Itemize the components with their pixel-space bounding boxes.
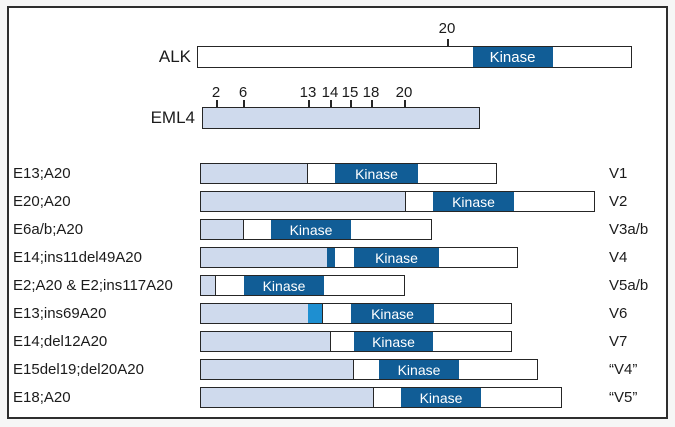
alk-gene-bar: Kinase [197,46,632,68]
eml4-gene-label: EML4 [150,108,195,127]
eml4-gene-bar [202,107,480,129]
alk-gene-label: ALK [158,47,191,66]
alk-kinase-domain: Kinase [472,47,553,67]
alk-exon20-tick-label: 20 [438,20,456,37]
alk-exon20-tick-line [447,39,449,46]
